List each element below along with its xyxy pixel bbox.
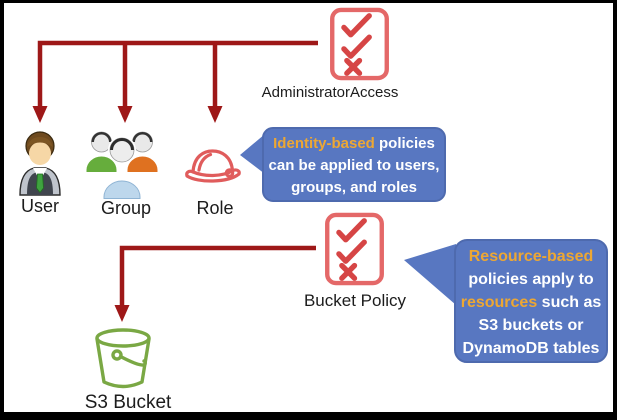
admin-policy-connector xyxy=(37,40,318,107)
s3-bucket-icon xyxy=(95,328,151,389)
identity-policy-callout: Identity-based policies can be applied t… xyxy=(262,127,446,202)
identity-callout-line1: Identity-based policies xyxy=(273,135,435,152)
resource-callout-line2: policies apply to xyxy=(468,271,594,288)
bucket-policy-label: Bucket Policy xyxy=(303,291,407,310)
resource-callout-line5: DynamoDB tables xyxy=(462,340,600,357)
group-label: Group xyxy=(100,198,152,218)
resource-policy-callout: Resource-based policies apply to resourc… xyxy=(454,239,608,363)
user-label: User xyxy=(20,196,59,216)
s3-bucket-label: S3 Bucket xyxy=(84,392,172,413)
group-icon xyxy=(86,131,158,199)
bucket-policy-connector xyxy=(119,245,316,306)
arrowheads-top xyxy=(32,106,223,123)
resource-callout-line4: S3 buckets or xyxy=(478,317,584,334)
identity-callout-line3: groups, and roles xyxy=(291,179,417,196)
role-hard-hat-icon xyxy=(185,149,241,183)
resource-callout-tail xyxy=(404,244,456,305)
administrator-access-policy-icon xyxy=(330,7,389,81)
user-icon xyxy=(19,131,61,196)
administrator-access-label: AdministratorAccess xyxy=(261,84,399,101)
role-label: Role xyxy=(196,198,234,218)
identity-callout-tail xyxy=(240,134,265,174)
arrowhead-bottom xyxy=(114,305,130,322)
resource-callout-line3: resources such as xyxy=(460,294,602,311)
resource-callout-line1: Resource-based xyxy=(468,248,594,265)
identity-callout-line2: can be applied to users, xyxy=(268,157,440,174)
bucket-policy-icon xyxy=(325,212,384,286)
